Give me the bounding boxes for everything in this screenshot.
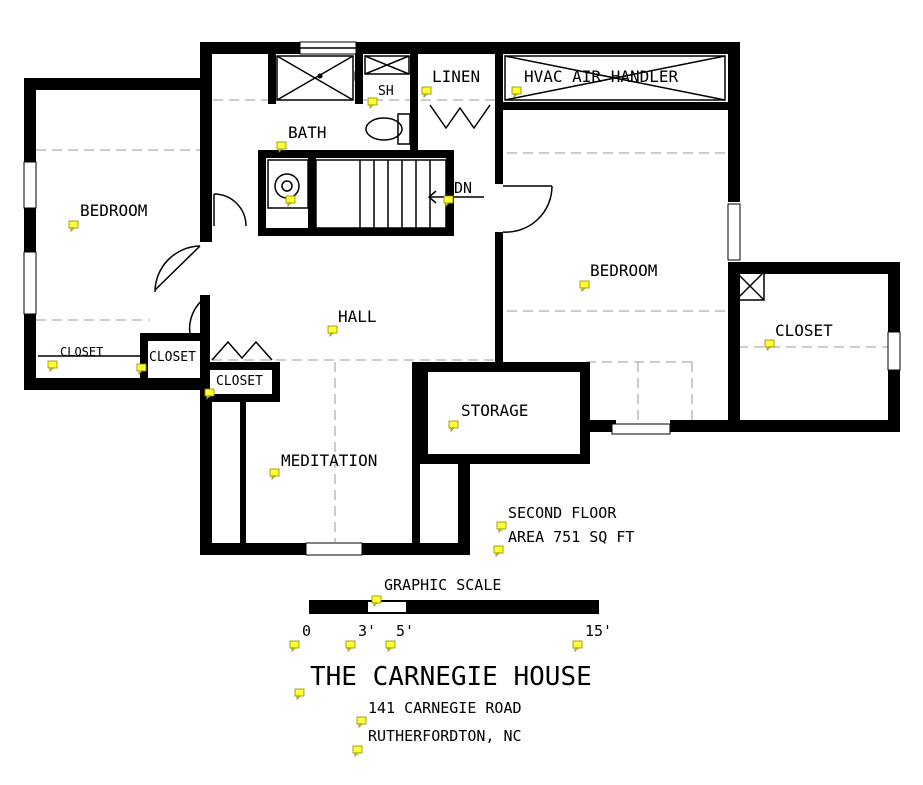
note-marker-icon[interactable] xyxy=(385,640,396,652)
label-bath: BATH xyxy=(288,123,327,142)
note-marker-icon[interactable] xyxy=(285,195,296,207)
scale-tick-3: 3' xyxy=(358,622,376,640)
room-labels: BEDROOM BATH SH LINEN HVAC AIR HANDLER D… xyxy=(60,67,833,470)
floor-info: SECOND FLOOR AREA 751 SQ FT xyxy=(508,504,634,546)
note-marker-icon[interactable] xyxy=(443,195,454,207)
note-marker-icon[interactable] xyxy=(371,595,382,607)
scale-tick-15: 15' xyxy=(585,622,612,640)
note-marker-icon[interactable] xyxy=(276,141,287,153)
note-marker-icon[interactable] xyxy=(421,86,432,98)
note-marker-icon[interactable] xyxy=(367,97,378,109)
scale-title: GRAPHIC SCALE xyxy=(384,576,501,594)
label-linen: LINEN xyxy=(432,67,480,86)
note-marker-icon[interactable] xyxy=(289,640,300,652)
house-name: THE CARNEGIE HOUSE xyxy=(310,662,592,692)
scale-bar xyxy=(309,600,599,614)
label-bedroom-right: BEDROOM xyxy=(590,261,657,280)
note-marker-icon[interactable] xyxy=(764,339,775,351)
title-block: THE CARNEGIE HOUSE 141 CARNEGIE ROAD RUT… xyxy=(310,662,592,745)
label-closet-hall: CLOSET xyxy=(216,374,263,389)
label-shower: SH xyxy=(378,84,394,99)
street-address: 141 CARNEGIE ROAD xyxy=(368,699,522,717)
fixtures xyxy=(38,55,765,361)
walls xyxy=(24,42,900,555)
label-storage: STORAGE xyxy=(461,401,528,420)
note-marker-icon[interactable] xyxy=(356,716,367,728)
note-marker-icon[interactable] xyxy=(572,640,583,652)
note-marker-icon[interactable] xyxy=(47,360,58,372)
scale-bar-gap xyxy=(368,602,406,612)
scale-tick-0: 0 xyxy=(302,622,311,640)
label-bedroom-left: BEDROOM xyxy=(80,201,147,220)
windows xyxy=(23,41,901,556)
note-marker-icon[interactable] xyxy=(496,521,507,533)
graphic-scale: GRAPHIC SCALE 0 3' 5' 15' xyxy=(302,576,612,640)
label-closet-right: CLOSET xyxy=(775,321,833,340)
label-meditation: MEDITATION xyxy=(281,451,377,470)
note-marker-icon[interactable] xyxy=(136,363,147,375)
scale-tick-5: 5' xyxy=(396,622,414,640)
note-marker-icon[interactable] xyxy=(511,86,522,98)
note-marker-icon[interactable] xyxy=(204,388,215,400)
note-marker-icon[interactable] xyxy=(269,468,280,480)
label-hvac: HVAC AIR HANDLER xyxy=(524,67,678,86)
note-marker-icon[interactable] xyxy=(68,220,79,232)
note-marker-icon[interactable] xyxy=(579,280,590,292)
floor-area-text: AREA 751 SQ FT xyxy=(508,528,634,546)
note-marker-icon[interactable] xyxy=(493,545,504,557)
label-hall: HALL xyxy=(338,307,377,326)
dashed-lines xyxy=(36,99,888,542)
annotation-markers[interactable] xyxy=(47,86,775,757)
note-marker-icon[interactable] xyxy=(448,420,459,432)
floor-level-text: SECOND FLOOR xyxy=(508,504,617,522)
city-state: RUTHERFORDTON, NC xyxy=(368,727,522,745)
doors xyxy=(154,185,553,336)
label-closet-left-a: CLOSET xyxy=(60,345,103,359)
note-marker-icon[interactable] xyxy=(345,640,356,652)
label-stairs-down: DN xyxy=(454,179,472,197)
note-marker-icon[interactable] xyxy=(294,688,305,700)
note-marker-icon[interactable] xyxy=(352,745,363,757)
note-marker-icon[interactable] xyxy=(327,325,338,337)
label-closet-left-b: CLOSET xyxy=(149,350,196,365)
